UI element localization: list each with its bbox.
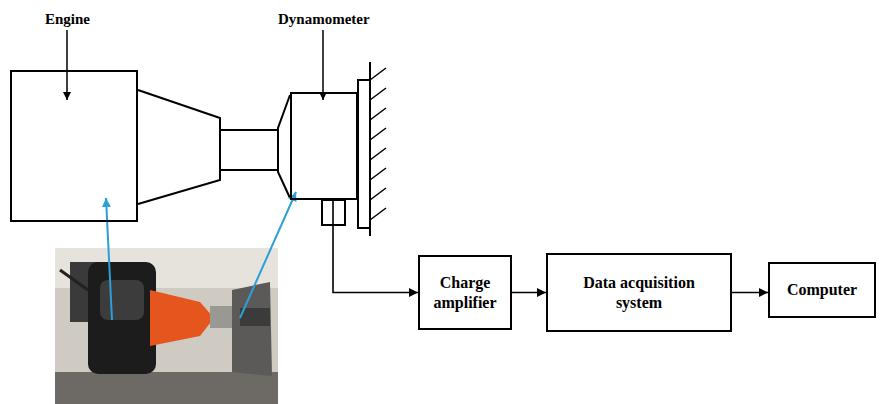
node-label: Data acquisition system [566, 273, 712, 311]
photo-pointer [240, 192, 296, 318]
node-heading: Dynamometer [278, 10, 370, 28]
node-label: Computer [787, 280, 857, 299]
pointer-arrow [322, 30, 324, 100]
pointer-arrow [66, 30, 68, 100]
node-heading: Engine [45, 10, 90, 28]
wall-hatching [370, 68, 386, 220]
process-box: Data acquisition system [546, 253, 732, 332]
signal-connector [732, 292, 768, 294]
fixed-wall [369, 62, 371, 236]
adapter-housing [138, 90, 220, 204]
signal-connector [333, 200, 418, 293]
process-box: Computer [768, 262, 876, 318]
signal-connector [512, 292, 546, 294]
process-box: Charge amplifier [418, 255, 512, 330]
rig-photo [55, 248, 278, 404]
node-label: Charge amplifier [428, 273, 502, 311]
drive-shaft [220, 130, 278, 170]
engine-box: Engine [10, 70, 138, 222]
dynamometer-box: Dynamometer [290, 92, 358, 200]
dyno-flange [278, 95, 290, 198]
mounting-plate [358, 80, 370, 228]
photo-pointer [106, 198, 112, 320]
